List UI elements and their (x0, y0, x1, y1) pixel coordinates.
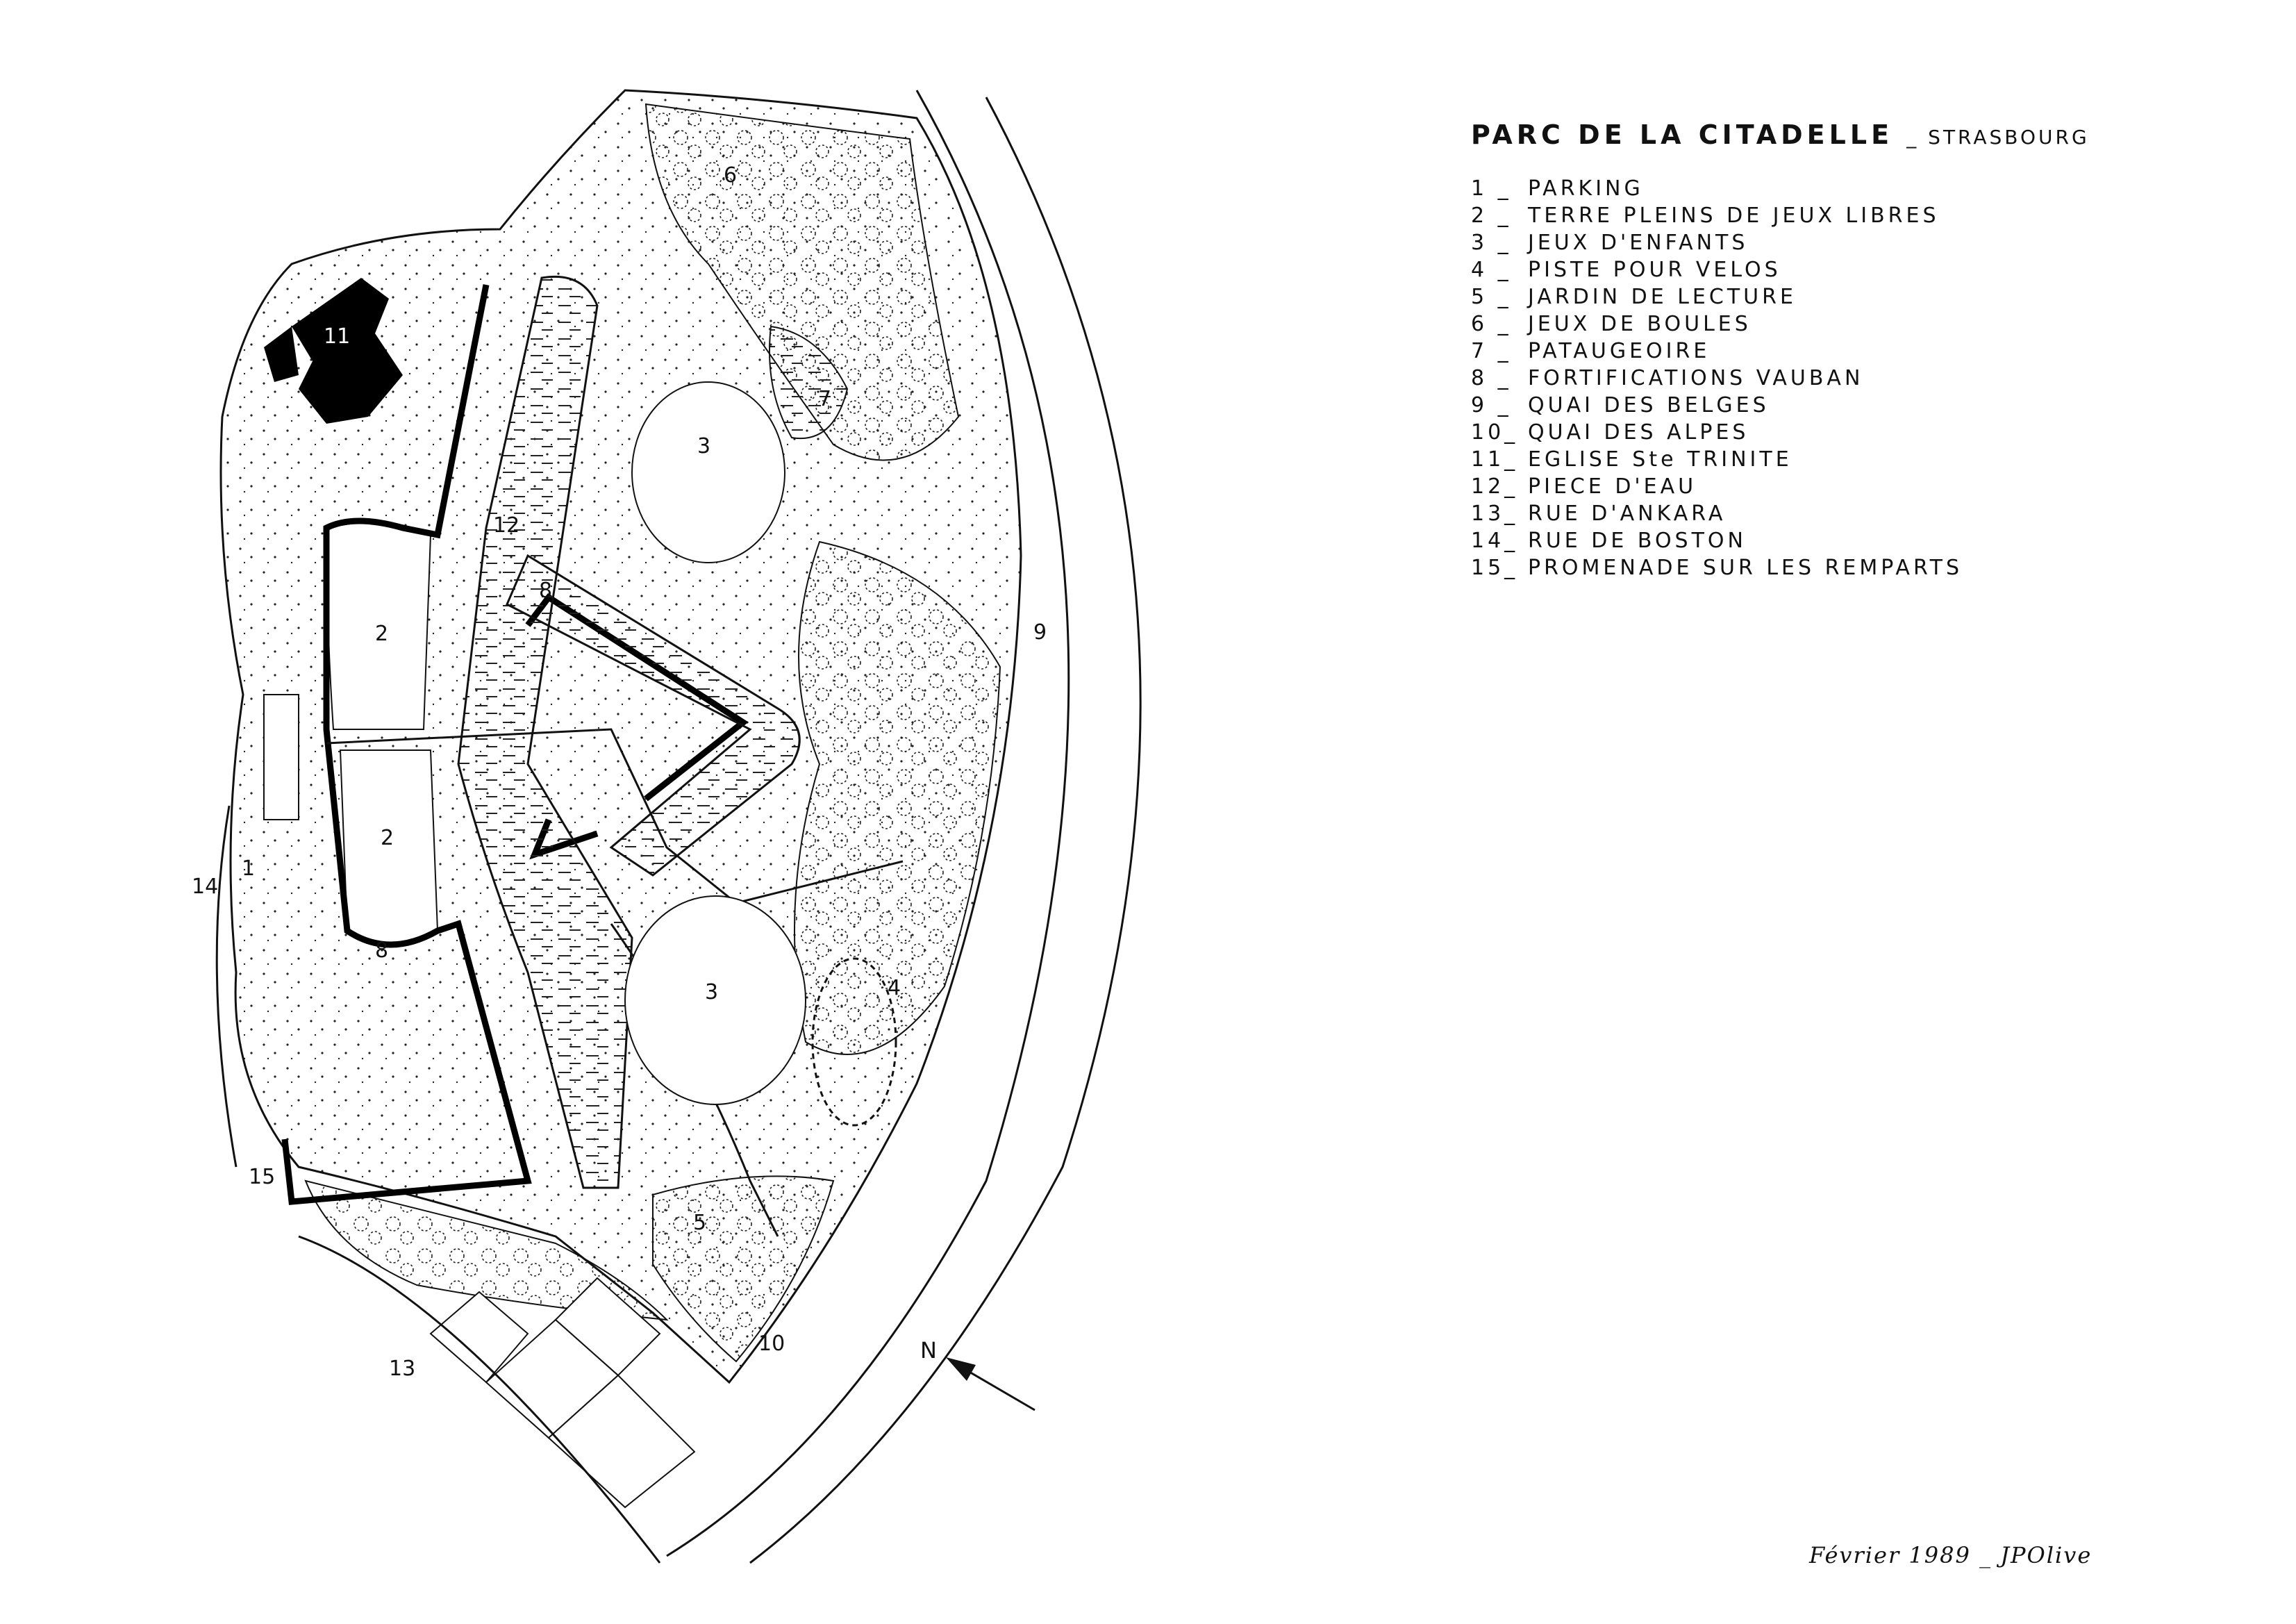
legend-item-label: PIECE D'EAU (1528, 474, 1697, 499)
legend-item-number: 15_ (1471, 556, 1519, 580)
map-label-1: 1 (242, 856, 255, 881)
legend-item: 1 _ PARKING (1471, 175, 2270, 202)
legend-item: 10_ QUAI DES ALPES (1471, 419, 2270, 446)
legend-item-number: 1 _ (1471, 176, 1512, 201)
legend-item-label: PATAUGEOIRE (1528, 339, 1711, 363)
map-label-15: 15 (249, 1165, 275, 1189)
wooded-area-reading (652, 1175, 835, 1363)
legend-item-number: 5 _ (1471, 285, 1512, 309)
legend-item-label: PARKING (1528, 176, 1644, 201)
map-label-8a: 8 (539, 579, 552, 603)
legend-item-label: JEUX D'ENFANTS (1528, 231, 1749, 255)
legend-item-number: 9 _ (1471, 393, 1512, 417)
water-basin (457, 275, 633, 1189)
legend-item-label: FORTIFICATIONS VAUBAN (1528, 366, 1864, 390)
map-label-3a: 3 (697, 434, 710, 458)
legend-item: 13_ RUE D'ANKARA (1471, 500, 2270, 527)
map-label-5: 5 (693, 1211, 706, 1235)
legend-item-number: 10_ (1471, 420, 1519, 445)
legend-item-label: QUAI DES BELGES (1528, 393, 1770, 417)
legend-item-label: JEUX DE BOULES (1528, 312, 1752, 336)
legend-item: 14_ RUE DE BOSTON (1471, 527, 2270, 554)
wading-pool (769, 325, 849, 440)
river-bank-inner (749, 97, 1142, 1564)
legend-item-number: 14_ (1471, 529, 1519, 553)
church-building-wing (264, 326, 299, 382)
legend-item-label: RUE DE BOSTON (1528, 529, 1747, 553)
north-label: N (920, 1337, 937, 1364)
legend-item: 11_ EGLISE Ste TRINITE (1471, 446, 2270, 473)
legend-item: 8 _ FORTIFICATIONS VAUBAN (1471, 365, 2270, 392)
fortification-wall-west (281, 284, 532, 1205)
legend-item: 5 _ JARDIN DE LECTURE (1471, 283, 2270, 310)
map-label-12: 12 (493, 513, 519, 538)
water-basin-channel (506, 554, 801, 877)
map-label-2a: 2 (375, 622, 388, 646)
legend-item: 4 _ PISTE POUR VELOS (1471, 256, 2270, 283)
legend-item-number: 6 _ (1471, 312, 1512, 336)
bike-track (811, 957, 897, 1127)
legend-item-number: 12_ (1471, 474, 1519, 499)
map-label-9: 9 (1033, 620, 1047, 645)
legend-subtitle: _ STRASBOURG (1906, 126, 2090, 149)
street-boston (215, 805, 238, 1168)
parking-area (263, 694, 299, 820)
legend-item-label: PROMENADE SUR LES REMPARTS (1528, 556, 1963, 580)
legend-item-number: 3 _ (1471, 231, 1512, 255)
legend-item-label: RUE D'ANKARA (1528, 502, 1727, 526)
legend-item-number: 2 _ (1471, 204, 1512, 228)
city-block-3 (554, 1277, 661, 1377)
city-block-4 (547, 1374, 696, 1509)
legend-item-number: 4 _ (1471, 258, 1512, 282)
legend-item: 12_ PIECE D'EAU (1471, 473, 2270, 500)
playground-north (631, 381, 785, 563)
map-label-4: 4 (888, 976, 901, 1000)
map-label-10: 10 (758, 1332, 785, 1356)
legend-list: 1 _ PARKING 2 _ TERRE PLEINS DE JEUX LIBRES… (1471, 175, 2270, 581)
legend-item: 9 _ QUAI DES BELGES (1471, 392, 2270, 419)
map-label-8b: 8 (375, 938, 388, 963)
legend-item-number: 7 _ (1471, 339, 1512, 363)
city-block-1 (429, 1291, 529, 1384)
legend-item: 3 _ JEUX D'ENFANTS (1471, 229, 2270, 256)
north-arrow-icon (946, 1357, 976, 1381)
legend-item: 7 _ PATAUGEOIRE (1471, 338, 2270, 365)
map-label-13: 13 (389, 1357, 415, 1381)
legend-item-number: 13_ (1471, 502, 1519, 526)
legend-item-number: 8 _ (1471, 366, 1512, 390)
street-ankara (298, 1235, 661, 1564)
playground-south (624, 895, 806, 1105)
wooded-area-east (794, 540, 1001, 1055)
legend-item-label: QUAI DES ALPES (1528, 420, 1749, 445)
legend-item-label: EGLISE Ste TRINITE (1528, 447, 1792, 472)
legend-item-label: PISTE POUR VELOS (1528, 258, 1781, 282)
map-label-14: 14 (192, 875, 218, 899)
legend-item-label: JARDIN DE LECTURE (1528, 285, 1797, 309)
legend-item-number: 11_ (1471, 447, 1519, 472)
map-label-6: 6 (724, 163, 737, 188)
map-label-11: 11 (324, 324, 350, 349)
legend-title-row: PARC DE LA CITADELLE _ STRASBOURG (1471, 119, 2270, 150)
legend: PARC DE LA CITADELLE _ STRASBOURG 1 _ PAR… (1471, 119, 2270, 581)
signature: Février 1989 _ JPOlive (1809, 1542, 2093, 1568)
map-label-2b: 2 (381, 826, 394, 850)
wooded-area-north (644, 103, 960, 461)
legend-title: PARC DE LA CITADELLE (1471, 119, 1894, 150)
legend-item: 15_ PROMENADE SUR LES REMPARTS (1471, 554, 2270, 581)
legend-item: 6 _ JEUX DE BOULES (1471, 310, 2270, 338)
river-bank-outer (666, 90, 1070, 1557)
wooded-area-south (304, 1179, 669, 1321)
legend-item-label: TERRE PLEINS DE JEUX LIBRES (1528, 204, 1940, 228)
footpath-main (326, 728, 904, 904)
legend-item: 2 _ TERRE PLEINS DE JEUX LIBRES (1471, 202, 2270, 229)
church-building (292, 278, 403, 424)
map-label-7: 7 (818, 387, 831, 411)
map-label-3b: 3 (705, 980, 718, 1004)
